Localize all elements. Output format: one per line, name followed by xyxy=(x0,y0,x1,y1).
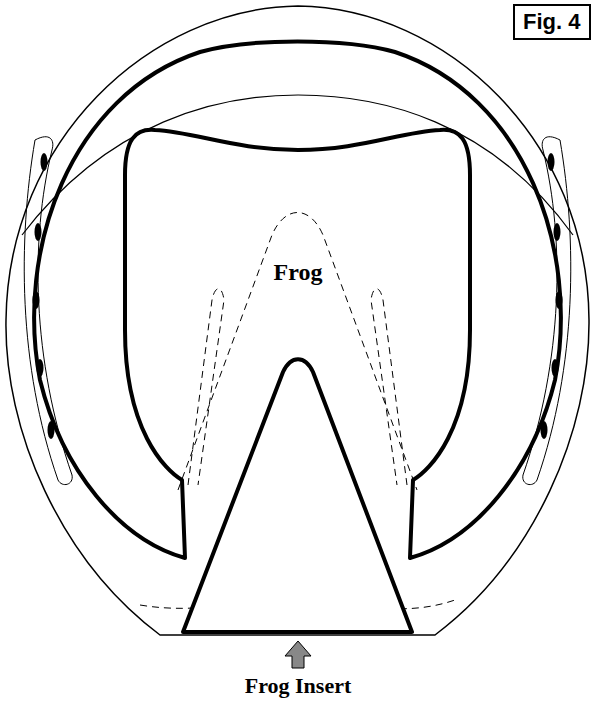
nail-groove xyxy=(24,137,72,485)
part-label: Frog xyxy=(274,259,323,286)
figure-box: Fig. 4 xyxy=(513,4,591,40)
nail-groove xyxy=(523,137,571,485)
part-label: Frog Insert xyxy=(245,673,352,699)
pointer-arrow xyxy=(285,641,311,668)
figure-number: Fig. 4 xyxy=(523,9,581,35)
frog-insert xyxy=(183,359,412,632)
hoof-outline xyxy=(6,6,589,635)
